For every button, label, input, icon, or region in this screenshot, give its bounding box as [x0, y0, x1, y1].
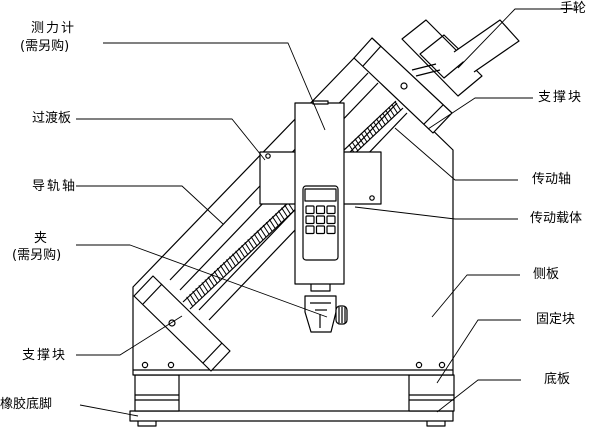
label-base-plate: 底板 — [544, 372, 571, 387]
fixing-block-right — [408, 374, 455, 412]
label-clamp-note: (需另购) — [12, 248, 62, 263]
label-guide-shaft: 导轨轴 — [32, 179, 78, 194]
support-block-lower — [133, 275, 231, 372]
keypad-key — [315, 225, 326, 235]
base-plate — [129, 410, 454, 422]
keypad-key — [326, 205, 336, 215]
label-fixing-block: 固定块 — [536, 312, 576, 327]
handwheel — [401, 19, 520, 97]
rubber-foot-right — [426, 421, 446, 427]
keypad-key — [305, 225, 315, 235]
dynamometer — [294, 100, 345, 292]
rubber-foot-left — [137, 421, 157, 427]
leader-lines — [76, 8, 577, 417]
keypad-key — [315, 205, 326, 215]
clamp — [304, 295, 348, 333]
keypad-key — [305, 215, 315, 225]
label-handwheel: 手轮 — [560, 1, 587, 16]
keypad-key — [326, 225, 336, 235]
label-dynamometer: 测力计 — [31, 21, 77, 36]
label-support-block-right: 支撑块 — [538, 90, 584, 105]
label-drive-carrier: 传动载体 — [530, 211, 583, 226]
adapter-plate — [265, 153, 271, 159]
label-rubber-foot: 橡胶底脚 — [0, 397, 53, 412]
label-side-plate: 侧板 — [533, 267, 560, 282]
fixing-block-left — [134, 374, 180, 412]
keypad-key — [305, 205, 315, 215]
keypad-key — [326, 215, 336, 225]
label-dynamometer-note: (需另购) — [20, 39, 70, 54]
keypad-key — [315, 215, 326, 225]
label-clamp: 夹 — [34, 231, 48, 246]
label-drive-shaft: 传动轴 — [532, 172, 572, 187]
label-support-block-left: 支撑块 — [22, 348, 68, 363]
label-adapter-plate: 过渡板 — [32, 111, 72, 126]
